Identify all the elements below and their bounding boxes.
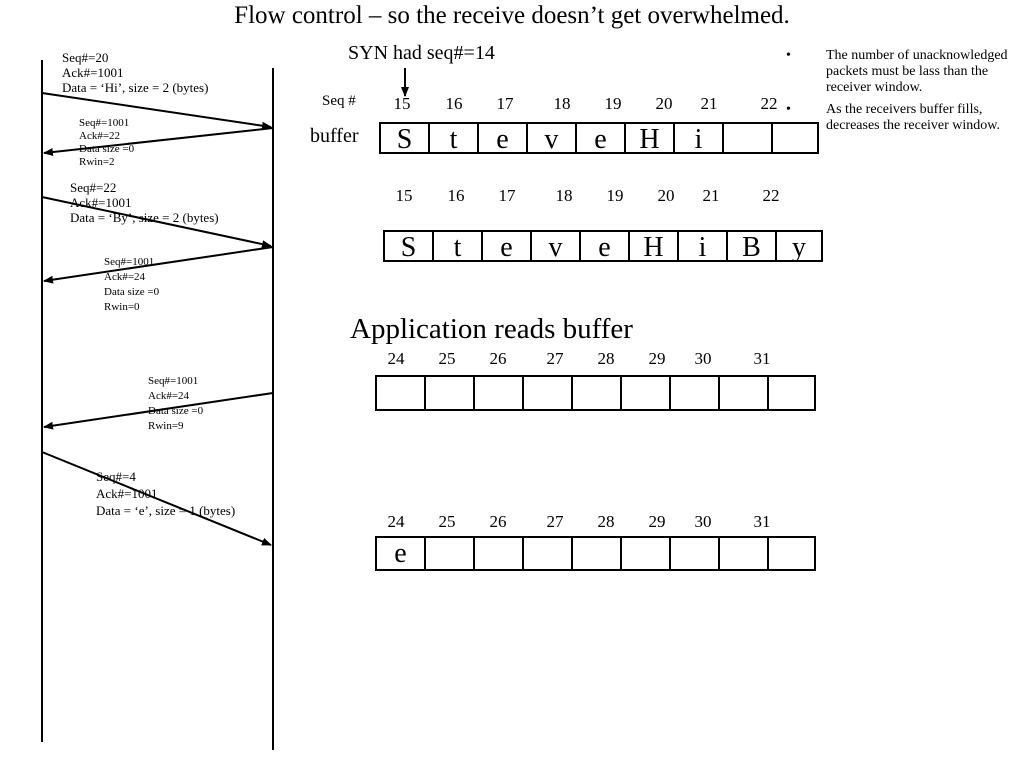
buffer-cell: S — [383, 230, 434, 263]
slide-title: Flow control – so the receive doesn’t ge… — [234, 2, 790, 29]
buffer-cell: e — [575, 122, 626, 155]
message-arrow — [41, 451, 272, 546]
buffer-row — [375, 375, 816, 411]
buffer-cell: S — [379, 122, 430, 155]
buffer-cell: v — [530, 230, 581, 263]
buffer-cell: i — [673, 122, 724, 155]
buffer-cell — [718, 536, 769, 571]
buffer-cell — [722, 122, 773, 154]
buffer-cell: y — [775, 230, 823, 263]
buffer-cell — [669, 536, 720, 571]
buffer-cell: e — [481, 230, 532, 263]
buffer-cell: H — [628, 230, 679, 263]
syn-note: SYN had seq#=14 — [348, 42, 495, 64]
message-arrow — [43, 392, 274, 430]
buffer-cell — [375, 375, 426, 411]
buffer-cell — [571, 375, 622, 411]
buffer-row: S t e v e H i B y — [383, 230, 823, 263]
buffer-cell: e — [375, 536, 426, 571]
buffer-cell: B — [726, 230, 777, 263]
application-reads-label: Application reads buffer — [350, 313, 633, 345]
buffer-cell — [767, 375, 816, 411]
buffer-cell — [522, 536, 573, 571]
bullet-item: As the receivers buffer fills,decreases … — [786, 102, 1024, 134]
buffer-row: e — [375, 536, 816, 571]
buffer-cell — [473, 536, 524, 571]
buffer-cell — [424, 536, 475, 571]
buffer-cell — [620, 375, 671, 411]
buffer-cell: H — [624, 122, 675, 155]
buffer-cell: v — [526, 122, 577, 155]
buffer-cell: e — [477, 122, 528, 155]
message-arrow — [41, 196, 272, 249]
buffer-row: S t e v e H i — [379, 122, 819, 155]
buffer-cell — [473, 375, 524, 411]
buffer-cell — [424, 375, 475, 411]
buffer-cell: e — [579, 230, 630, 263]
buffer-cell: t — [428, 122, 479, 155]
message-arrow — [43, 127, 274, 156]
buffer-cell — [767, 536, 816, 571]
message-arrow — [43, 246, 274, 284]
buffer-cell: t — [432, 230, 483, 263]
message-arrow — [41, 92, 272, 130]
buffer-cell — [620, 536, 671, 571]
seq-label: Seq # — [322, 93, 356, 109]
buffer-cell — [571, 536, 622, 571]
buffer-cell — [522, 375, 573, 411]
buffer-cell — [669, 375, 720, 411]
buffer-cell — [718, 375, 769, 411]
buffer-cell: i — [677, 230, 728, 263]
buffer-label: buffer — [310, 125, 359, 147]
